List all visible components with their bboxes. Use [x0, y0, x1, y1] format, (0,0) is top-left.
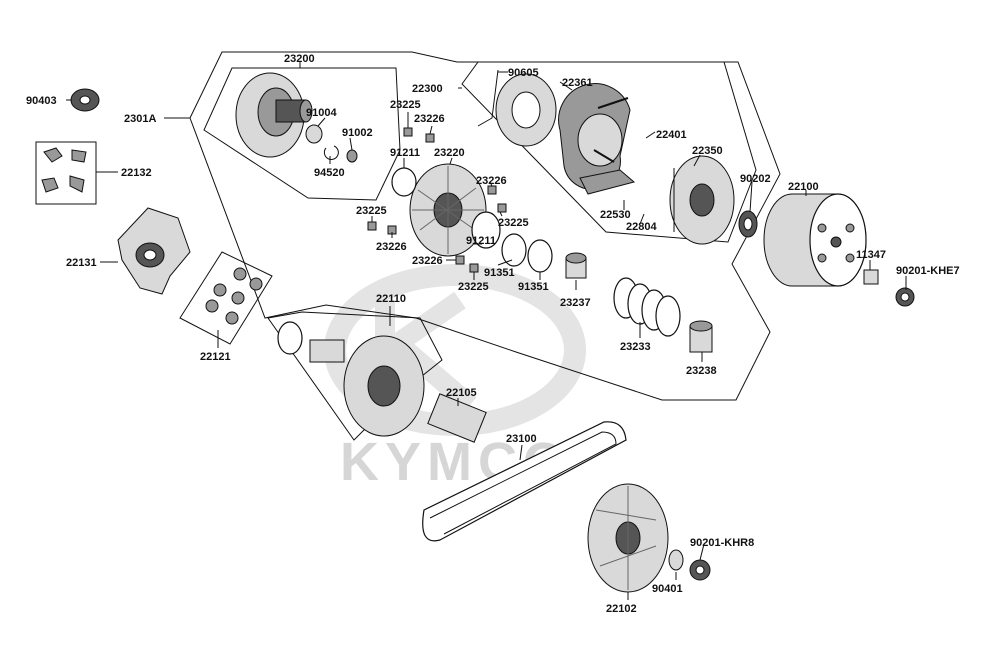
part-22102 [587, 483, 669, 593]
label-22350: 22350 [692, 145, 723, 157]
label-22121: 22121 [200, 351, 231, 363]
label-22131: 22131 [66, 257, 97, 269]
label-91211-a: 91211 [390, 147, 420, 159]
label-90403: 90403 [26, 95, 57, 107]
part-91211a [391, 167, 417, 197]
part-23200 [235, 72, 313, 158]
label-22804: 22804 [626, 221, 657, 233]
label-23226-b: 23226 [476, 175, 507, 187]
label-23100: 23100 [506, 433, 537, 445]
label-22105: 22105 [446, 387, 477, 399]
part-22121 [179, 251, 273, 348]
part-23238 [689, 320, 713, 353]
part-90403 [66, 88, 100, 112]
part-94520 [323, 145, 339, 160]
label-22530: 22530 [600, 209, 631, 221]
leader-lines [164, 62, 907, 600]
label-90201-khr8: 90201-KHR8 [690, 537, 754, 549]
part-91002 [346, 149, 358, 163]
label-90202: 90202 [740, 173, 771, 185]
part-23220 [409, 163, 487, 257]
group-outline-22300 [461, 61, 757, 243]
label-91004: 91004 [306, 107, 337, 119]
part-91351a [501, 233, 527, 267]
label-2301a: 2301A [124, 113, 156, 125]
part-91004 [305, 124, 323, 144]
label-23233: 23233 [620, 341, 651, 353]
group-outline-22110 [267, 311, 443, 441]
label-23225-c: 23225 [356, 205, 387, 217]
part-22350 [669, 155, 735, 245]
part-91351b [527, 239, 553, 273]
part-23100 [422, 421, 627, 542]
label-90605: 90605 [508, 67, 539, 79]
label-22102: 22102 [606, 603, 637, 615]
label-91351-b: 91351 [518, 281, 549, 293]
part-22105 [427, 393, 487, 443]
label-23200: 23200 [284, 53, 315, 65]
label-94520: 94520 [314, 167, 345, 179]
label-23225-a: 23225 [390, 99, 421, 111]
label-22110: 22110 [376, 293, 406, 305]
label-22401: 22401 [656, 129, 687, 141]
label-23226-a: 23226 [414, 113, 445, 125]
part-11347 [863, 269, 879, 285]
group-outline-23200 [203, 67, 401, 201]
label-22100: 22100 [788, 181, 819, 193]
label-23226-d: 23226 [412, 255, 443, 267]
label-91351-a: 91351 [484, 267, 515, 279]
label-23225-d: 23225 [458, 281, 489, 293]
label-22300: 22300 [412, 83, 443, 95]
label-90201-khe7: 90201-KHE7 [896, 265, 960, 277]
part-22131 [100, 207, 191, 295]
label-23237: 23237 [560, 297, 591, 309]
part-labels: 90403 2301A 22132 22131 22121 23200 9100… [26, 53, 960, 615]
label-90401: 90401 [652, 583, 683, 595]
label-11347: 11347 [856, 249, 886, 261]
label-23225-b: 23225 [498, 217, 529, 229]
part-91211b [471, 211, 501, 249]
part-22110 [277, 321, 425, 437]
group-outline-2301a [189, 51, 781, 401]
part-22100 [763, 193, 867, 287]
label-91002: 91002 [342, 127, 373, 139]
part-22300 [477, 69, 636, 195]
part-90201-khr8 [689, 559, 711, 581]
label-22132: 22132 [121, 167, 152, 179]
part-23237 [565, 252, 587, 279]
label-23238: 23238 [686, 365, 717, 377]
label-22361: 22361 [562, 77, 593, 89]
part-90201-khe7 [895, 287, 915, 307]
label-23226-c: 23226 [376, 241, 407, 253]
part-22132 [35, 141, 118, 205]
part-90401 [668, 549, 684, 571]
part-90202 [738, 210, 758, 238]
label-23220: 23220 [434, 147, 465, 159]
part-23233 [613, 277, 681, 337]
label-91211-b: 91211 [466, 235, 496, 247]
